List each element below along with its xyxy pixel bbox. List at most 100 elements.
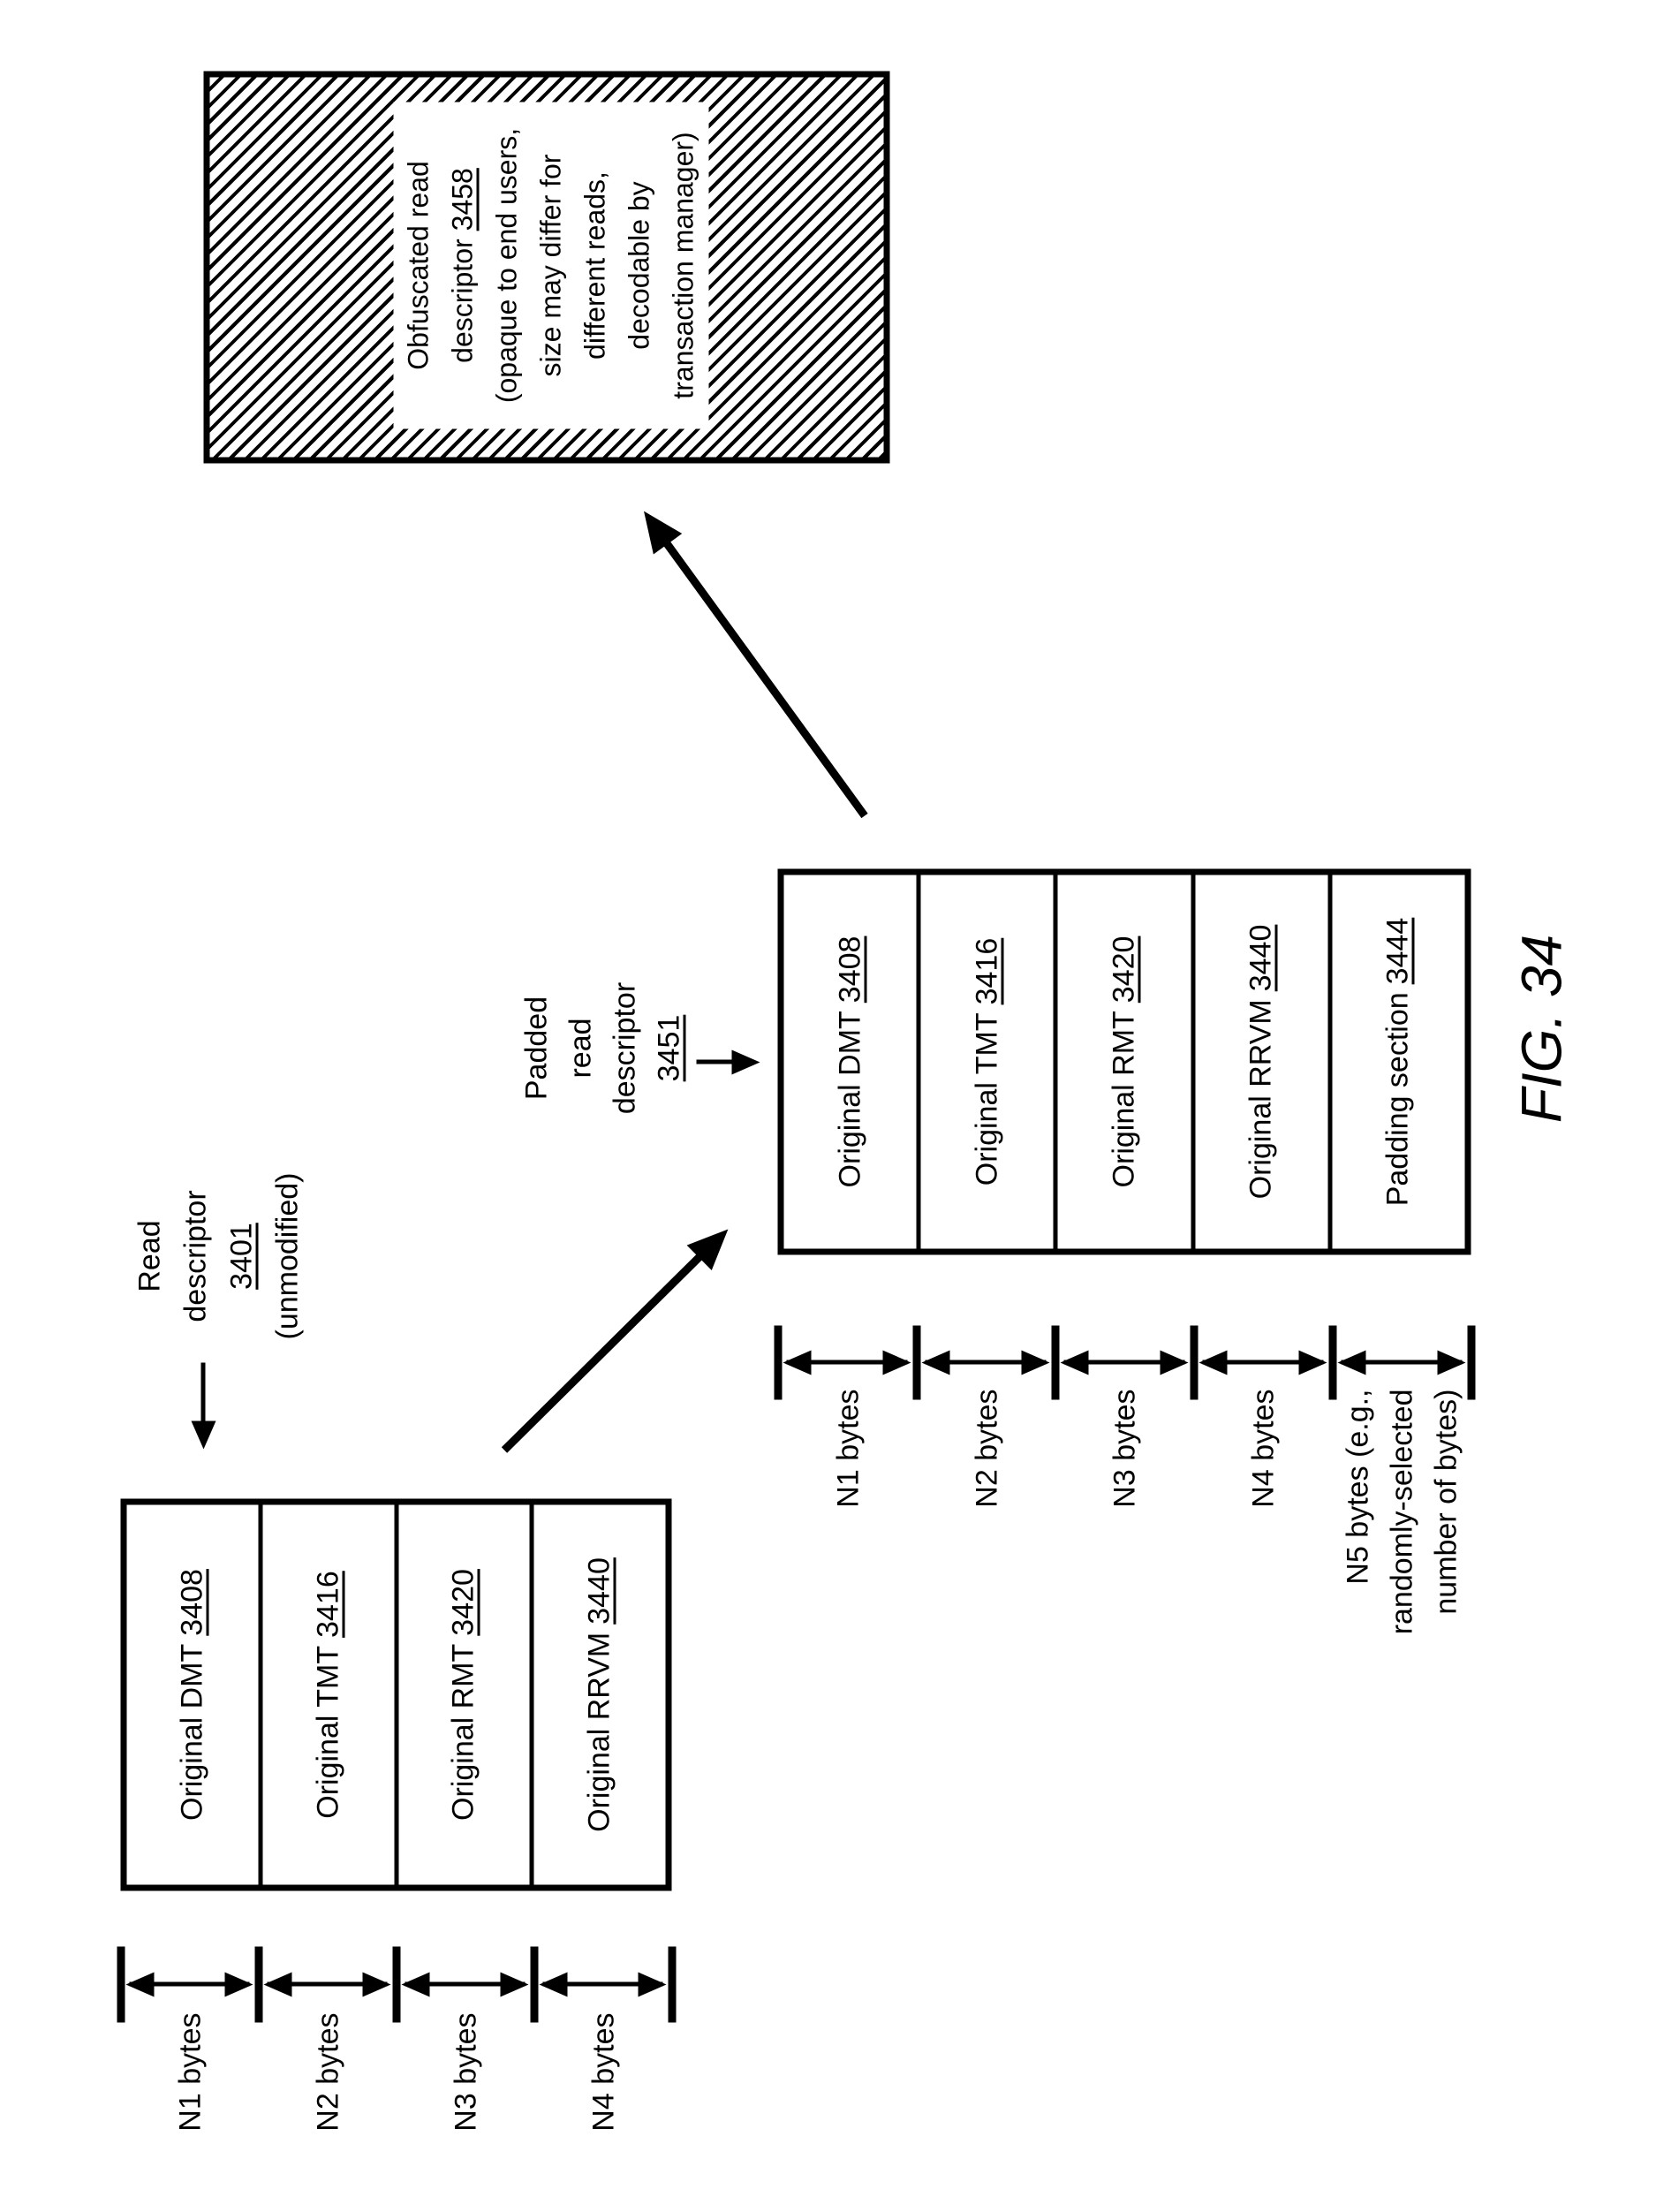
table-row: Original TMT 3416 [916,875,1054,1248]
arrowhead-icon [638,1972,666,1996]
padded-descriptor-caption: Padded read descriptor 3451 [514,973,691,1123]
ref-numeral: 3451 [652,1014,685,1081]
arrowhead-icon [882,1350,911,1375]
row-label: Original RMT [1107,1010,1140,1187]
caption-arrow-line [696,1059,733,1064]
arrowhead-icon [1021,1350,1049,1375]
row-label: Original TMT [969,1011,1003,1186]
box-line: Obfuscated read [402,160,434,370]
row-ref: 3420 [446,1568,480,1636]
arrowhead-icon [224,1972,253,1996]
table-row: Original DMT 3408 [126,1504,258,1884]
arrowhead-icon [1337,1350,1365,1375]
dim-label-n2: N2 bytes [311,2012,344,2132]
dim-label-n4: N4 bytes [586,2012,620,2132]
row-ref: 3440 [1244,924,1278,991]
dimension-tick [392,1946,400,2022]
table-row-padding-section: Padding section 3444 [1327,875,1465,1248]
ref-numeral: 3458 [446,167,478,231]
arrowhead-icon [539,1972,567,1996]
arrowhead-icon [1060,1350,1088,1375]
arrowhead-icon [125,1972,154,1996]
arrowhead-icon [401,1972,429,1996]
table-row: Original RMT 3420 [393,1504,530,1884]
row-ref: 3408 [174,1568,208,1636]
obfuscated-descriptor-text: Obfuscated read descriptor 3458 (opaque t… [393,102,708,428]
dim-label-n5-line: number of bytes) [1429,1389,1463,1615]
caption-arrow-head-icon [191,1420,216,1449]
box-line: transaction manager) [667,131,699,399]
caption-arrow-head-icon [731,1049,760,1074]
row-ref: 3416 [969,937,1003,1004]
read-descriptor-caption: Read descriptor 3401 (unmodified) [126,1161,310,1351]
arrowhead-icon [685,1216,740,1270]
row-ref: 3440 [582,1557,616,1625]
dim-label-n3: N3 bytes [1108,1389,1141,1508]
caption-line: (unmodified) [270,1172,304,1339]
box-line-label: descriptor [446,238,478,363]
arrowhead-icon [500,1972,528,1996]
arrowhead-icon [1160,1350,1188,1375]
caption-arrow-line [200,1362,205,1424]
caption-line: descriptor [608,981,641,1114]
arrowhead-icon [628,500,682,555]
dimension-tick [254,1946,262,2022]
dimension-tick [1051,1325,1059,1399]
transform-arrow-icon [501,1216,740,1453]
table-row: Original DMT 3408 [783,875,916,1248]
obfuscated-descriptor-box: Obfuscated read descriptor 3458 (opaque t… [203,71,889,463]
box-line: descriptor 3458 [440,102,484,428]
dim-label-n4: N4 bytes [1246,1389,1280,1508]
row-ref: 3420 [1107,936,1140,1003]
arrowhead-icon [783,1350,811,1375]
dimension-tick [117,1946,125,2022]
arrowhead-icon [921,1350,949,1375]
dimension-tick [774,1325,782,1399]
dim-label-n5: N5 bytes (e.g., randomly-selected number… [1335,1389,1468,1638]
arrowhead-icon [263,1972,291,1996]
row-label: Original RRVM [1244,998,1278,1199]
dimension-tick [1328,1325,1336,1399]
row-ref: 3444 [1380,917,1415,984]
row-label: Original RMT [446,1643,480,1821]
table-row: Original TMT 3416 [257,1504,394,1884]
arrowhead-icon [1199,1350,1227,1375]
row-ref: 3408 [832,936,866,1003]
dim-label-n5-line: randomly-selected [1385,1389,1418,1634]
padded-read-descriptor-table: Original DMT 3408 Original TMT 3416 Orig… [777,868,1471,1254]
row-label: Original TMT [310,1645,344,1819]
arrowhead-icon [1437,1350,1465,1375]
dimension-tick [912,1325,920,1399]
caption-line: Padded [519,996,553,1100]
read-descriptor-table: Original DMT 3408 Original TMT 3416 Orig… [120,1498,671,1890]
dim-label-n2: N2 bytes [970,1389,1003,1508]
dimension-tick [1190,1325,1198,1399]
row-label: Original RRVM [582,1632,616,1832]
figure-number-label: FIG. 34 [1509,934,1573,1123]
caption-line: read [563,1017,597,1079]
table-row: Original RRVM 3440 [1190,875,1327,1248]
row-label: Original DMT [174,1643,208,1821]
dimension-tick [668,1946,676,2022]
ref-numeral: 3401 [224,1222,258,1290]
box-line: (opaque to end users, [490,127,522,403]
dim-label-n5-line: N5 bytes (e.g., [1341,1389,1374,1585]
table-row: Original RRVM 3440 [529,1504,665,1884]
dimension-tick [530,1946,538,2022]
dim-label-n3: N3 bytes [449,2012,482,2132]
box-line: size may differ for [534,154,566,376]
dim-label-n1: N1 bytes [831,1389,865,1508]
transform-arrow-icon [628,500,868,818]
box-line: decodable by [623,180,654,350]
box-line: different reads, [578,170,610,360]
row-label: Padding section [1380,991,1415,1206]
dimension-tick [1467,1325,1475,1399]
table-row: Original RMT 3420 [1053,875,1191,1248]
arrowhead-icon [362,1972,390,1996]
row-ref: 3416 [310,1570,344,1638]
caption-line: descriptor [178,1189,212,1322]
dim-label-n1: N1 bytes [173,2012,207,2132]
arrowhead-icon [1298,1350,1327,1375]
caption-line: Read [132,1219,166,1292]
